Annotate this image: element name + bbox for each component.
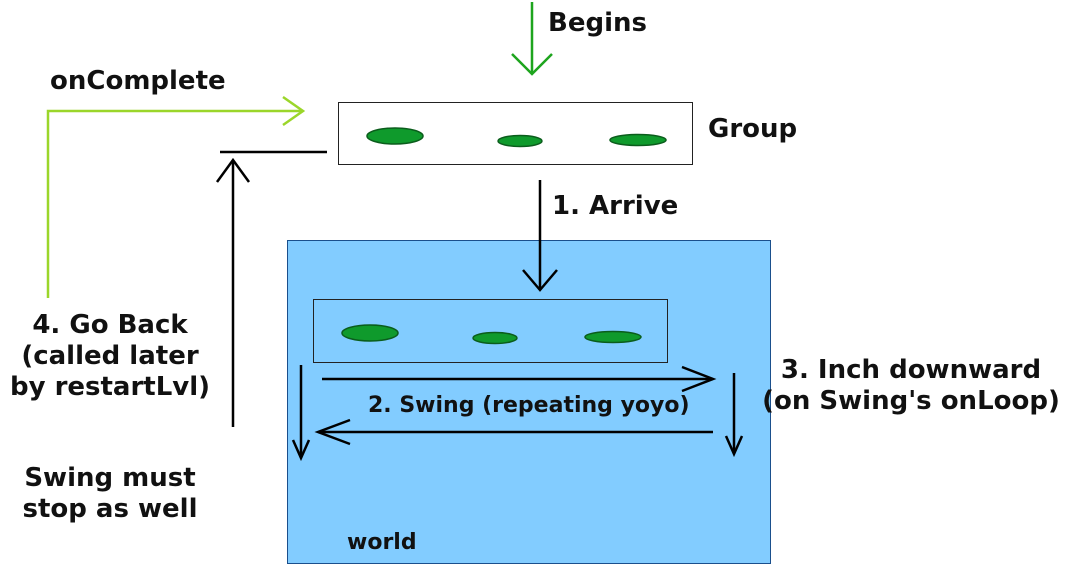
swing-label: 2. Swing (repeating yoyo) <box>368 393 690 418</box>
world-box <box>287 240 771 564</box>
group-sprite-3 <box>609 133 667 147</box>
swing-stop-line-1: Swing must <box>24 463 196 493</box>
go-back-arrow <box>215 150 327 427</box>
inch-downward-line-1: 3. Inch downward <box>780 355 1042 385</box>
group-in-world-box <box>313 299 668 363</box>
go-back-line-1: 4. Go Back <box>32 310 188 340</box>
go-back-line-3: by restartLvl) <box>9 372 211 403</box>
group-sprite-1 <box>366 127 424 145</box>
inch-down-right-arrow <box>724 373 744 458</box>
go-back-line-2: (called later <box>21 341 199 372</box>
swing-right-arrow <box>322 365 717 393</box>
world-sprite-3 <box>584 330 642 344</box>
world-sprite-2 <box>472 331 518 345</box>
go-back-label: 4. Go Back (called later by restartLvl) <box>0 310 220 404</box>
on-complete-arrow <box>46 95 306 298</box>
on-complete-label: onComplete <box>50 66 226 96</box>
world-label: world <box>347 530 417 555</box>
begins-arrow <box>511 2 553 76</box>
inch-downward-line-2: (on Swing's onLoop) <box>762 386 1060 417</box>
swing-left-arrow <box>314 418 713 446</box>
arrive-label: 1. Arrive <box>552 191 679 221</box>
group-label: Group <box>708 114 798 144</box>
group-sprite-2 <box>497 134 543 148</box>
inch-down-left-arrow <box>291 365 311 462</box>
begins-label: Begins <box>548 8 647 38</box>
inch-downward-label: 3. Inch downward (on Swing's onLoop) <box>756 355 1066 417</box>
swing-stop-label: Swing must stop as well <box>0 463 220 525</box>
world-sprite-1 <box>341 324 399 342</box>
arrive-arrow <box>522 180 558 292</box>
swing-stop-line-2: stop as well <box>22 494 198 525</box>
